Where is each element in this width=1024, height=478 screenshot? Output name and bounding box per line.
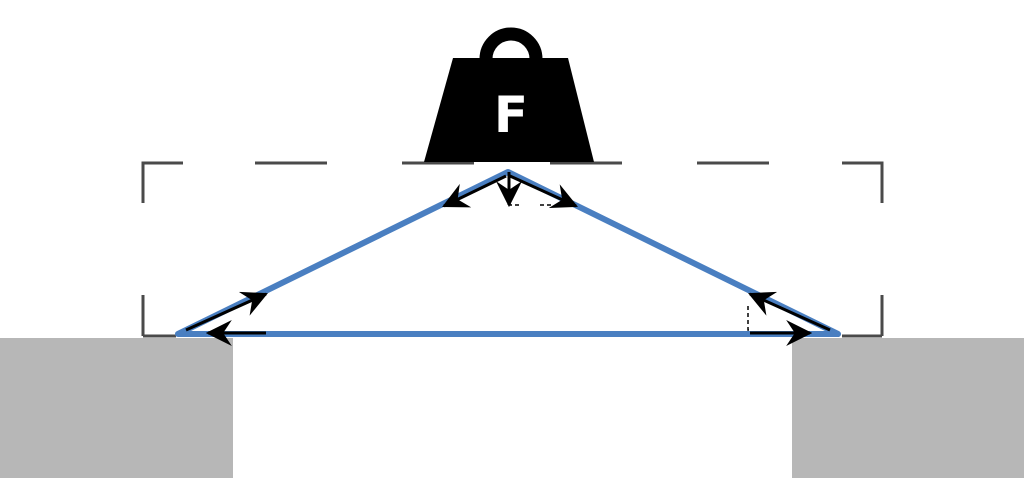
weight-handle — [479, 27, 543, 60]
truss — [175, 169, 841, 337]
boundary-top-left-corner — [141, 161, 183, 203]
arrow-icon — [442, 174, 507, 208]
kettlebell-weight-icon: F — [424, 27, 594, 162]
boundary-top-right-corner — [842, 161, 884, 203]
weight-label: F — [494, 86, 528, 144]
arrow-icon — [185, 291, 268, 332]
weight-body — [424, 58, 594, 162]
force-arrows — [185, 172, 831, 346]
arrow-icon — [748, 291, 831, 332]
truss-outline — [175, 169, 841, 337]
right-support-block — [792, 338, 1024, 478]
apex-dashed-detail — [509, 196, 552, 206]
left-support-block — [0, 338, 233, 478]
free-body-boundary — [141, 161, 884, 338]
arrow-icon — [509, 174, 578, 208]
right-joint-dashed-detail — [747, 306, 752, 331]
